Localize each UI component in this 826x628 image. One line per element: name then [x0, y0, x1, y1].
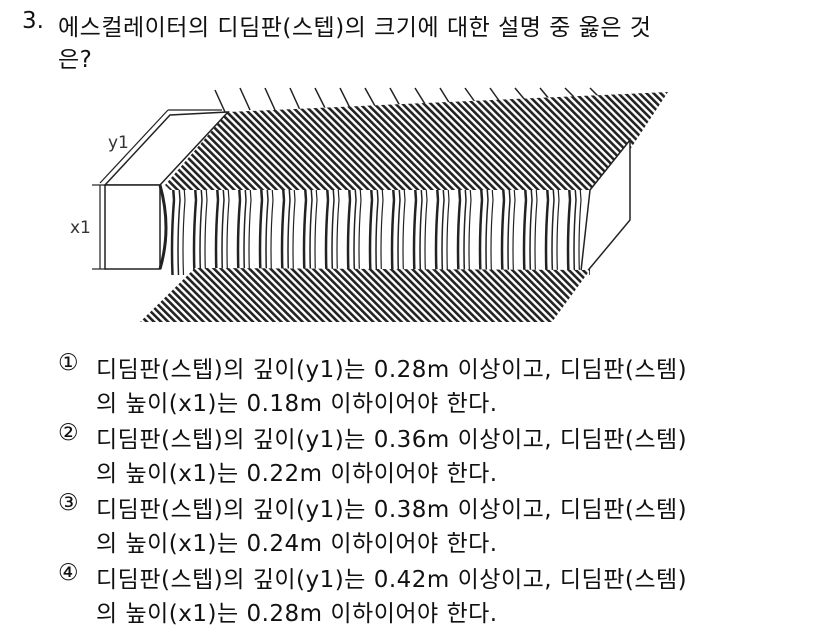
option-marker: ② — [58, 420, 79, 446]
option-text: 디딤판(스텝)의 깊이(y1)는 0.28m 이상이고, 디딤판(스템) — [96, 357, 688, 383]
question-number: 3. — [22, 8, 44, 34]
option-text: 의 높이(x1)는 0.22m 이하이어야 한다. — [96, 461, 498, 487]
option-text: 의 높이(x1)는 0.18m 이하이어야 한다. — [96, 391, 498, 417]
question-text-line1: 에스컬레이터의 디딤판(스텝)의 크기에 대한 설명 중 옳은 것 — [58, 15, 652, 41]
option-text: 디딤판(스텝)의 깊이(y1)는 0.42m 이상이고, 디딤판(스템) — [96, 567, 688, 593]
depth-label-y1: y1 — [108, 133, 129, 153]
option-marker: ① — [58, 350, 79, 376]
option-text: 의 높이(x1)는 0.28m 이하이어야 한다. — [96, 601, 498, 627]
upper-tread-hatched — [165, 92, 668, 195]
step-riser-ribs — [170, 190, 590, 275]
option-marker: ④ — [58, 560, 79, 586]
option-text: 디딤판(스텝)의 깊이(y1)는 0.36m 이상이고, 디딤판(스템) — [96, 427, 688, 453]
option-text: 디딤판(스텝)의 깊이(y1)는 0.38m 이상이고, 디딤판(스템) — [96, 497, 688, 523]
top-comb — [214, 87, 601, 113]
lower-tread-hatched — [140, 268, 590, 322]
front-step-outline — [103, 111, 230, 270]
option-marker: ③ — [58, 490, 79, 516]
dimension-lines — [92, 109, 222, 270]
option-text: 의 높이(x1)는 0.24m 이하이어야 한다. — [96, 531, 498, 557]
question-text-line2: 은? — [58, 47, 93, 73]
riser-right-edge — [578, 137, 631, 283]
height-label-x1: x1 — [70, 218, 91, 238]
